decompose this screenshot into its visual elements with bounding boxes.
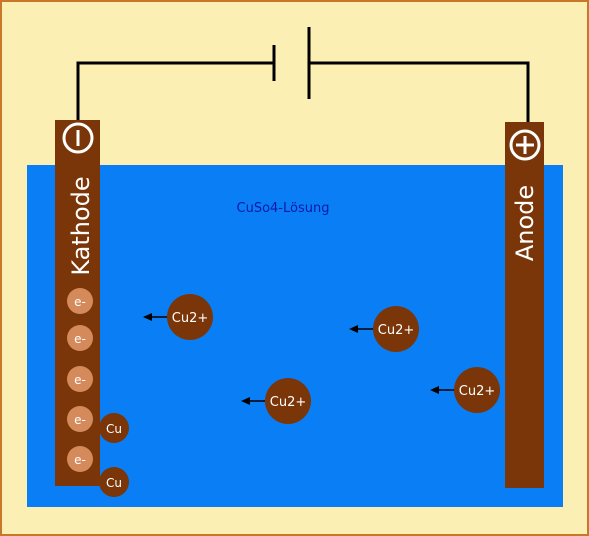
electron: e-: [67, 406, 93, 432]
deposited-copper: Cu: [99, 413, 129, 443]
motion-arrow-icon: [349, 325, 373, 333]
solution-tank: [27, 165, 563, 507]
electron-label: e-: [74, 453, 86, 467]
ion-label: Cu2+: [270, 395, 306, 410]
solution-label: CuSo4-Lösung: [237, 201, 330, 216]
copper-ion: Cu2+: [241, 378, 311, 424]
deposited-copper: Cu: [99, 467, 129, 497]
anode-electrode: Anode: [505, 122, 544, 488]
copper-ion: Cu2+: [349, 306, 419, 352]
electron: e-: [67, 288, 93, 314]
copper-ion: Cu2+: [143, 294, 213, 340]
copper-label: Cu: [106, 476, 122, 490]
ion-label: Cu2+: [378, 323, 414, 338]
circuit-wire: [76, 61, 530, 122]
cathode-label: Kathode: [67, 176, 95, 275]
cathode-electrode: Kathode e-e-e-e-e-: [55, 120, 100, 486]
electron: e-: [67, 446, 93, 472]
electron-label: e-: [74, 295, 86, 309]
electron-label: e-: [74, 373, 86, 387]
copper-label: Cu: [106, 422, 122, 436]
anode-label: Anode: [511, 185, 539, 261]
copper-ion: Cu2+: [430, 367, 500, 413]
motion-arrow-icon: [143, 313, 167, 321]
electron-label: e-: [74, 332, 86, 346]
ion-label: Cu2+: [172, 311, 208, 326]
electron-label: e-: [74, 413, 86, 427]
motion-arrow-icon: [241, 397, 265, 405]
minus-circle-icon: [62, 122, 94, 154]
motion-arrow-icon: [430, 386, 454, 394]
battery-symbol-icon: [272, 27, 311, 99]
electron: e-: [67, 366, 93, 392]
electron: e-: [67, 325, 93, 351]
ion-label: Cu2+: [459, 384, 495, 399]
plus-circle-icon: [509, 129, 541, 161]
